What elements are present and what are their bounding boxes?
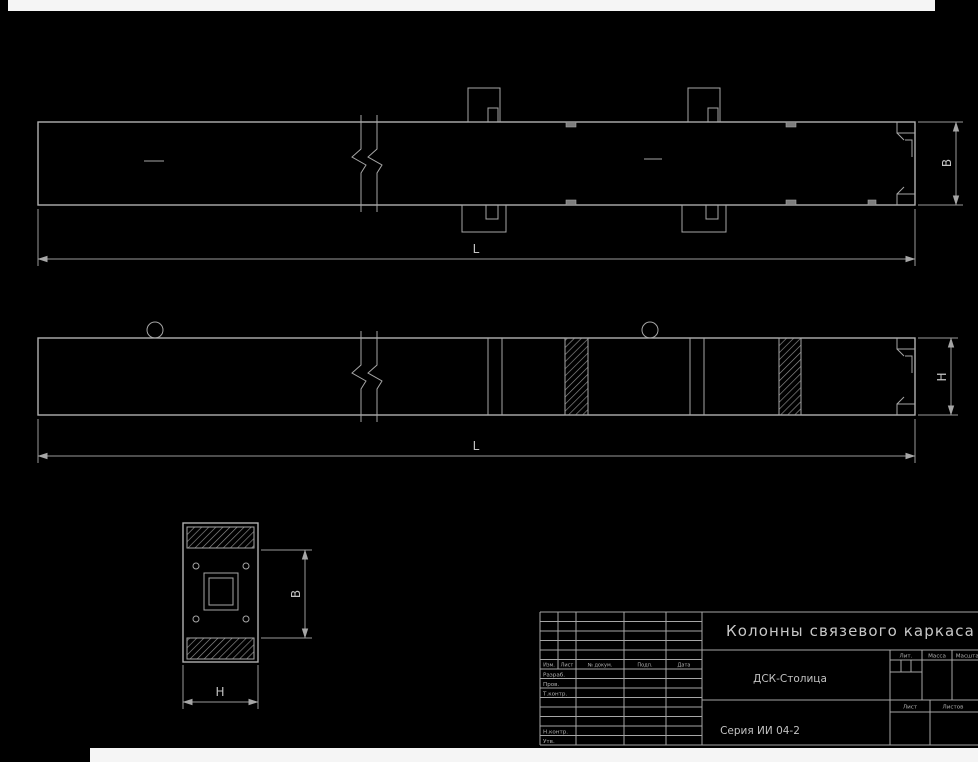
field-list: Лист: [903, 705, 918, 711]
duct-opening-inner: [208, 577, 234, 606]
col-dokum: № докум.: [588, 663, 613, 669]
rebar-mark: [242, 562, 250, 570]
role-nkontr: Н.контр.: [543, 730, 568, 736]
dim-height-section: H: [182, 665, 259, 709]
field-listov: Листов: [943, 705, 964, 711]
role-tkontr: Т.контр.: [542, 692, 567, 698]
dim-label-width: B: [289, 590, 303, 598]
dim-label-length: L: [473, 242, 480, 256]
break-line: [351, 331, 367, 422]
break-line: [367, 331, 383, 422]
hatched-corbel-section: [564, 337, 589, 416]
lifting-loop: [641, 321, 659, 339]
col-list: Лист: [561, 663, 574, 669]
duct-opening: [203, 572, 239, 611]
break-line: [367, 115, 383, 212]
rebar-mark: [192, 615, 200, 623]
dim-height-side-view: H: [918, 337, 958, 416]
title-block-title: Колонны связевого каркаса: [726, 622, 975, 640]
title-block: Колонны связевого каркаса ДСК-Столица Се…: [539, 611, 978, 746]
embed-plate-mark: [867, 199, 877, 206]
hatched-flange: [186, 637, 255, 660]
embed-plate-mark: [565, 199, 577, 206]
col-izm: Изм.: [543, 663, 555, 669]
role-razrab: Разраб.: [543, 673, 565, 679]
col-data: Дата: [678, 663, 691, 669]
rebar-mark: [192, 562, 200, 570]
title-block-document: Серия ИИ 04-2: [720, 725, 800, 737]
hatched-flange: [186, 526, 255, 549]
dim-length-top-view: L: [37, 209, 916, 266]
role-prov: Пров.: [543, 682, 559, 688]
dim-label-height: H: [215, 685, 224, 699]
dim-width-top-view: B: [918, 121, 963, 206]
embed-plate-mark: [565, 121, 577, 128]
col-podp: Подп.: [637, 663, 653, 669]
title-block-organization: ДСК-Столица: [753, 673, 827, 685]
dim-label-length: L: [473, 439, 480, 453]
lifting-loop: [146, 321, 164, 339]
field-lit: Лит.: [900, 654, 913, 660]
dim-label-width: B: [940, 159, 954, 167]
field-massa: Масса: [928, 654, 946, 660]
embed-plate-mark: [785, 121, 797, 128]
dim-label-height: H: [935, 372, 949, 381]
dim-length-side-view: L: [37, 419, 916, 463]
elevation-view-top: [37, 87, 916, 233]
sheet-edge-top: [8, 0, 935, 11]
embed-plate-mark: [785, 199, 797, 206]
hatched-corbel-section: [778, 337, 802, 416]
rebar-mark: [242, 615, 250, 623]
break-line: [351, 115, 367, 212]
field-masshtab: Масштаб: [956, 654, 978, 660]
elevation-view-side: [37, 321, 916, 422]
cross-section-view: [182, 522, 259, 663]
sheet-edge-bottom: [90, 748, 978, 762]
dim-width-section: B: [261, 549, 312, 639]
role-utv: Утв.: [543, 739, 555, 745]
